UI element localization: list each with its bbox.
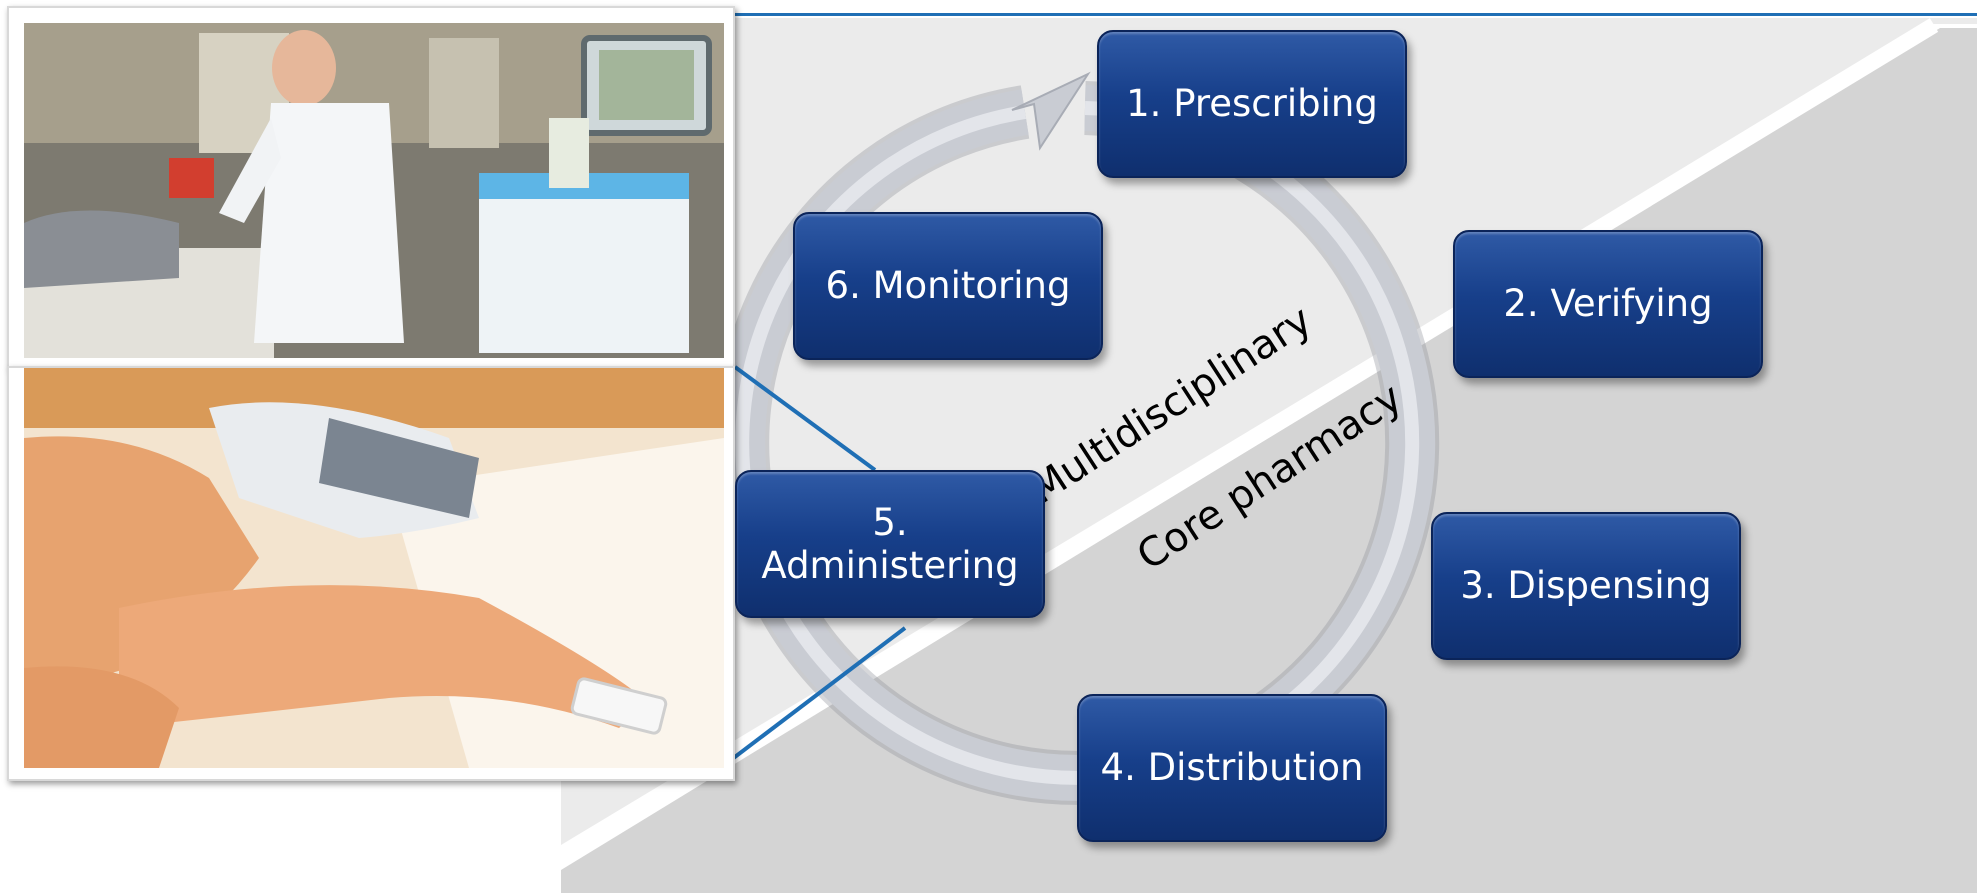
step-monitoring[interactable]: 6. Monitoring <box>793 212 1103 360</box>
barcode-scan-image <box>24 368 724 768</box>
cycle-arrowhead <box>1011 71 1091 151</box>
step-prescribing[interactable]: 1. Prescribing <box>1097 30 1407 178</box>
top-rule <box>735 13 1977 16</box>
step-administering[interactable]: 5. Administering <box>735 470 1045 618</box>
step-dispensing[interactable]: 3. Dispensing <box>1431 512 1741 660</box>
bedside-nurse-image <box>24 23 724 358</box>
step-verifying[interactable]: 2. Verifying <box>1453 230 1763 378</box>
photo-bedside-nurse <box>7 6 735 368</box>
photo-connector-top <box>733 365 877 472</box>
zone-divider <box>556 18 1939 865</box>
photo-connector-bottom <box>721 626 907 768</box>
photo-barcode-scan <box>7 366 735 781</box>
step-distribution[interactable]: 4. Distribution <box>1077 694 1387 842</box>
